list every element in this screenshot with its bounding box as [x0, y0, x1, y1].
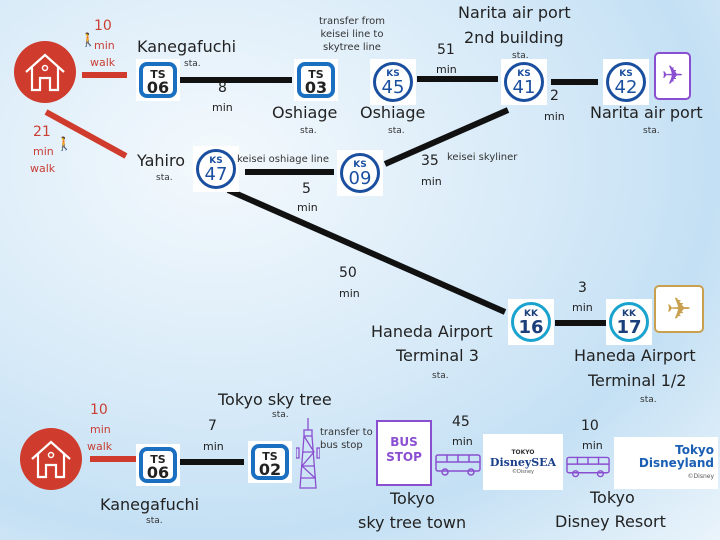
station-name: Kanegafuchi [137, 37, 237, 56]
sta-label: sta. [184, 59, 201, 69]
destination-name: sky tree town [358, 513, 467, 532]
travel-time: 7 [208, 418, 217, 434]
walk-word: walk [90, 56, 116, 69]
station-name: Yahiro [137, 151, 185, 170]
walk-time: 10 [90, 402, 108, 418]
skytree-tower-icon [296, 418, 320, 489]
line-yahiro-haneda3 [226, 187, 507, 315]
walk-unit: min [90, 423, 111, 436]
travel-time: 50 [339, 265, 357, 281]
sta-label: sta. [643, 126, 660, 136]
travel-time: 45 [452, 414, 470, 430]
line-name: keisei oshiage line [237, 154, 329, 165]
time-unit: min [452, 435, 473, 448]
airplane-icon: ✈ [654, 52, 691, 100]
airplane-icon: ✈ [654, 285, 704, 333]
walk-word: walk [87, 440, 113, 453]
station-name: 2nd building [464, 28, 564, 47]
time-unit: min [421, 175, 442, 188]
time-unit: min [436, 63, 457, 76]
time-unit: min [212, 101, 233, 114]
time-unit: min [339, 287, 360, 300]
walk-unit: min [33, 145, 54, 158]
walker-icon: 🚶 [80, 33, 97, 48]
home-icon [14, 41, 76, 103]
travel-time: 51 [437, 42, 455, 58]
walk-time: 10 [94, 18, 112, 34]
sta-label: sta. [146, 516, 163, 526]
bus-icon [435, 454, 481, 476]
destination-name: Disney Resort [555, 512, 666, 531]
travel-time: 35 [421, 153, 439, 169]
station-name: Terminal 1/2 [588, 371, 687, 390]
sta-label: sta. [272, 410, 289, 420]
bus-icon [566, 456, 610, 478]
walk-word: walk [30, 162, 56, 175]
time-unit: min [572, 301, 593, 314]
station-name: Kanegafuchi [100, 495, 200, 514]
station-name: Haneda Airport [371, 322, 493, 341]
line-ks09-narita2 [383, 107, 510, 167]
home-icon [20, 428, 82, 490]
station-name: Terminal 3 [396, 346, 479, 365]
station-name: Narita air port [458, 3, 571, 22]
station-name: Tokyo sky tree [218, 390, 332, 409]
travel-time: 8 [218, 80, 227, 96]
travel-time: 10 [581, 418, 599, 434]
sta-label: sta. [640, 395, 657, 405]
time-unit: min [582, 439, 603, 452]
sta-label: sta. [388, 126, 405, 136]
sta-label: sta. [512, 51, 529, 61]
walk-unit: min [94, 39, 115, 52]
disneysea-logo: TOKYO DisneySEA ©Disney [483, 434, 563, 490]
station-name: Haneda Airport [574, 346, 696, 365]
destination-name: Tokyo [590, 488, 635, 507]
station-name: Narita air port [590, 103, 703, 122]
travel-time: 2 [550, 88, 559, 104]
sta-label: sta. [156, 173, 173, 183]
line-name: keisei skyliner [447, 152, 518, 163]
station-name: Oshiage [360, 103, 426, 122]
sta-label: sta. [432, 371, 449, 381]
walker-icon: 🚶 [56, 137, 73, 152]
sta-label: sta. [300, 126, 317, 136]
walk-time: 21 [33, 124, 51, 140]
disneyland-logo: Tokyo Disneyland ©Disney [614, 437, 718, 489]
station-name: Oshiage [272, 103, 338, 122]
time-unit: min [544, 110, 565, 123]
time-unit: min [297, 201, 318, 214]
destination-name: Tokyo [390, 489, 435, 508]
walk-line-2 [44, 109, 128, 159]
travel-time: 5 [302, 181, 311, 197]
travel-time: 3 [578, 280, 587, 296]
time-unit: min [203, 440, 224, 453]
